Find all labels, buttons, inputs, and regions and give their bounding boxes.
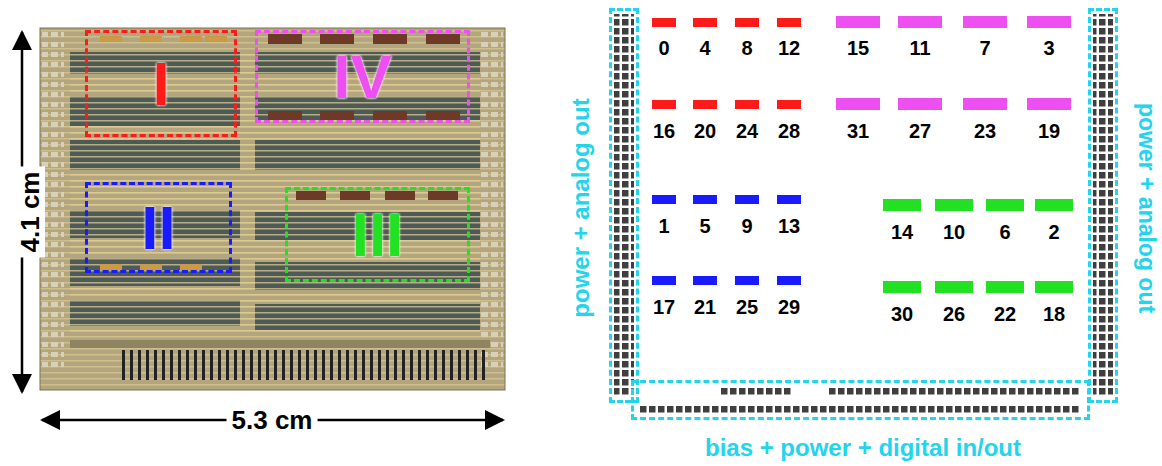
pad-number: 17 — [653, 297, 675, 317]
group-label: power + analog out — [569, 98, 593, 317]
pad-number: 27 — [909, 121, 931, 141]
pad-number: 11 — [909, 38, 930, 58]
pad-number: 1 — [658, 216, 669, 236]
pad-number: 13 — [778, 216, 800, 236]
green-pads — [883, 199, 1073, 293]
region-box: III — [285, 187, 470, 282]
pad-number: 31 — [847, 121, 869, 141]
region-box: II — [85, 182, 232, 273]
pad-number: 12 — [778, 38, 800, 58]
region-numeral: III — [352, 204, 404, 266]
region-numeral: I — [152, 53, 169, 115]
pad-number: 29 — [778, 297, 800, 317]
pad-row — [720, 386, 792, 395]
pad-number: 18 — [1043, 304, 1065, 324]
pad-number: 6 — [999, 222, 1010, 242]
group-label: power + analog out — [1135, 103, 1158, 313]
pad-number: 22 — [994, 304, 1016, 324]
pad-row — [639, 404, 1080, 413]
region-box: I — [85, 30, 237, 137]
pad-number: 20 — [694, 121, 716, 141]
pad-column — [614, 14, 634, 397]
pad-number: 16 — [653, 121, 675, 141]
pin-group: power + analog out — [609, 8, 639, 403]
pad-number: 24 — [736, 121, 758, 141]
pad-number: 8 — [741, 38, 752, 58]
pad-number: 5 — [699, 216, 710, 236]
pad-number: 10 — [943, 222, 965, 242]
region-box: IV — [255, 30, 470, 123]
pad-number: 25 — [736, 297, 758, 317]
pad-number: 0 — [658, 38, 669, 58]
magenta-pads — [836, 16, 1071, 110]
group-label: bias + power + digital in/out — [705, 436, 1021, 460]
pad-number: 15 — [847, 38, 869, 58]
pad-number: 30 — [891, 304, 913, 324]
pad-number: 9 — [741, 216, 752, 236]
pad-number: 23 — [974, 121, 996, 141]
dimension-label: 4.1 cm — [15, 167, 45, 258]
pad-number: 14 — [891, 222, 913, 242]
pad-number: 21 — [694, 297, 716, 317]
pad-number: 2 — [1048, 222, 1059, 242]
pad-number: 3 — [1043, 38, 1054, 58]
pad-number: 26 — [943, 304, 965, 324]
pin-group: bias + power + digital in/out — [631, 380, 1090, 420]
pad-number: 4 — [699, 38, 710, 58]
chip-photo — [40, 28, 505, 390]
region-numeral: II — [141, 197, 175, 259]
pad-number: 28 — [778, 121, 800, 141]
red-pads — [652, 18, 801, 109]
pin-group: power + analog out — [1088, 8, 1118, 403]
pad-number: 7 — [979, 38, 990, 58]
pad-column — [1093, 14, 1113, 397]
region-numeral: IV — [333, 46, 392, 108]
dimension-label: 5.3 cm — [227, 405, 318, 435]
pad-number: 19 — [1038, 121, 1060, 141]
pad-row — [828, 386, 1080, 395]
blue-pads — [652, 195, 801, 285]
